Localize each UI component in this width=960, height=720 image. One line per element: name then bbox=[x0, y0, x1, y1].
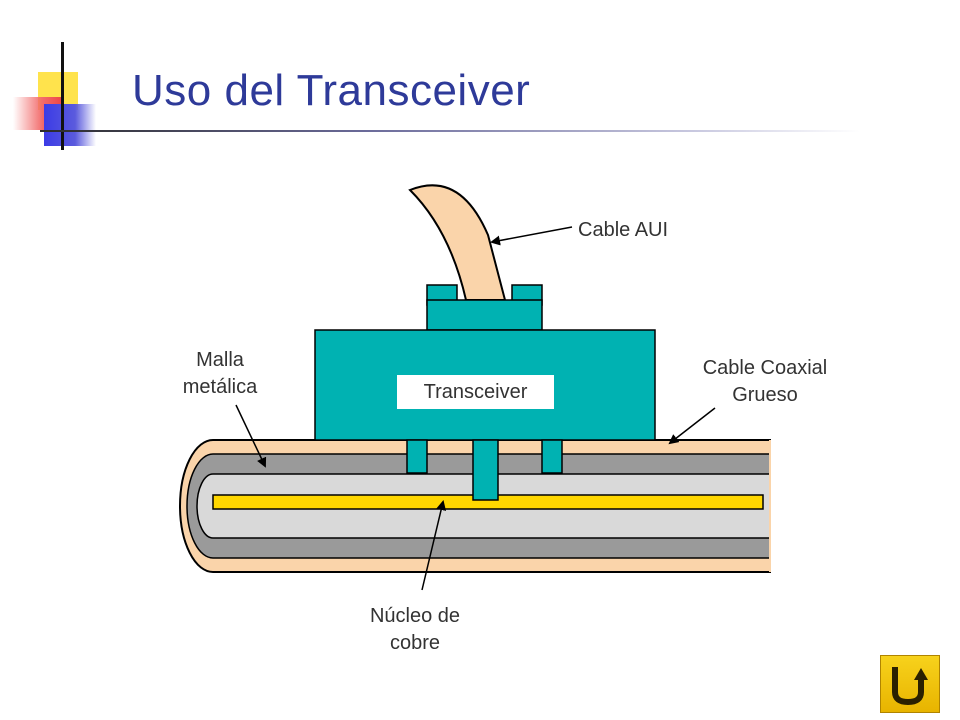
arrow-coaxial bbox=[668, 407, 716, 445]
label-cable-coaxial: Cable Coaxial Grueso bbox=[680, 355, 850, 409]
label-nucleo-cobre: Núcleo de cobre bbox=[345, 603, 485, 657]
corner-decoration-blue bbox=[44, 104, 96, 146]
transceiver-label: Transceiver bbox=[423, 381, 528, 403]
aui-connector bbox=[426, 284, 543, 331]
transceiver-label-box bbox=[397, 375, 554, 409]
corner-decoration-line bbox=[61, 42, 64, 150]
label-cable-aui: Cable AUI bbox=[578, 219, 669, 241]
label-malla-line1: Malla bbox=[196, 349, 244, 371]
label-malla-metalica: Malla metálica bbox=[160, 347, 280, 401]
arrow-cable-aui bbox=[490, 226, 573, 246]
label-nucleo-line2: cobre bbox=[389, 632, 441, 654]
arrow-nucleo bbox=[421, 500, 447, 591]
arrow-malla bbox=[235, 404, 267, 468]
aui-cable bbox=[408, 184, 507, 301]
label-malla-line2: metálica bbox=[182, 376, 258, 398]
label-coaxial-line2: Grueso bbox=[732, 384, 798, 406]
label-nucleo-line1: Núcleo de bbox=[369, 605, 461, 627]
label-coaxial-line1: Cable Coaxial bbox=[702, 357, 828, 379]
slide-title: Uso del Transceiver bbox=[132, 66, 531, 115]
return-arrow-icon bbox=[892, 667, 928, 706]
return-button[interactable] bbox=[880, 655, 940, 713]
transceiver-taps bbox=[406, 439, 563, 501]
coaxial-cable bbox=[179, 439, 771, 573]
title-underline bbox=[40, 130, 860, 132]
